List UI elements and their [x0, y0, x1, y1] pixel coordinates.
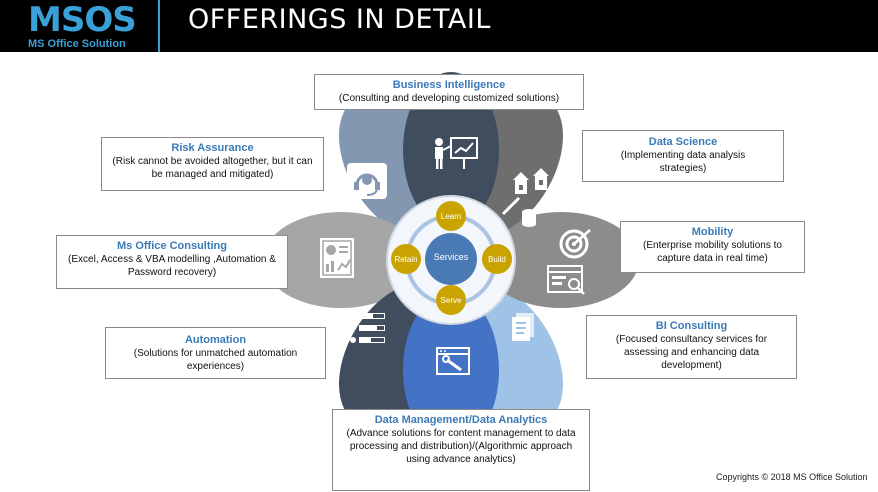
step-retain-circle: [391, 244, 421, 274]
offering-desc: (Solutions for unmatched automation expe…: [133, 348, 298, 372]
offering-title: Risk Assurance: [171, 142, 254, 154]
offering-automation: Automation (Solutions for unmatched auto…: [105, 327, 326, 379]
offering-title: Data Science: [648, 136, 718, 148]
services-circle: [425, 233, 477, 285]
step-learn-circle: [436, 201, 466, 231]
offering-data-science: Data Science (Implementing data analysis…: [582, 130, 784, 182]
logo-letters: MSOS: [28, 0, 137, 40]
offering-desc: (Consulting and developing customized so…: [338, 93, 560, 104]
offering-title: Mobility: [691, 226, 734, 238]
offering-desc: (Excel, Access & VBA modelling ,Automati…: [68, 254, 276, 278]
step-retain-label: Retain: [394, 255, 418, 264]
offering-desc: (Implementing data analysis strategies): [620, 150, 746, 174]
offering-ms-office-consulting: Ms Office Consulting (Excel, Access & VB…: [56, 235, 288, 289]
logo: MSOS MS Office Solution: [28, 0, 137, 52]
petal-mobility: [483, 212, 639, 308]
offering-title: BI Consulting: [655, 320, 728, 332]
presentation-icon: [435, 137, 478, 169]
offering-title: Ms Office Consulting: [117, 240, 227, 252]
offering-title: Automation: [184, 334, 247, 346]
offering-title: Business Intelligence: [392, 79, 506, 91]
browser-search-icon: [547, 265, 585, 295]
step-serve-label: Serve: [440, 296, 462, 305]
offering-business-intelligence: Business Intelligence (Consulting and de…: [314, 74, 584, 110]
offering-bi-consulting: BI Consulting (Focused consultancy servi…: [586, 315, 797, 379]
offering-desc: (Enterprise mobility solutions to captur…: [643, 240, 782, 264]
report-icon: [320, 238, 354, 278]
offering-mobility: Mobility (Enterprise mobility solutions …: [620, 221, 805, 273]
logo-text: MS Office Solution: [28, 38, 126, 50]
documents-icon: [512, 313, 534, 341]
offering-title: Data Management/Data Analytics: [374, 414, 548, 426]
offering-data-management: Data Management/Data Analytics (Advance …: [332, 409, 590, 491]
offering-desc: (Advance solutions for content managemen…: [346, 428, 576, 465]
browser-tools-icon: [436, 347, 470, 375]
headset-icon: [347, 163, 387, 199]
offering-risk-assurance: Risk Assurance (Risk cannot be avoided a…: [101, 137, 324, 191]
page-title: OFFERINGS IN DETAIL: [188, 4, 491, 35]
offering-desc: (Risk cannot be avoided altogether, but …: [112, 156, 313, 180]
services-label: Services: [433, 252, 469, 262]
step-build-circle: [482, 244, 512, 274]
offering-desc: (Focused consultancy services for assess…: [615, 334, 768, 371]
step-serve-circle: [436, 285, 466, 315]
header-bar: MSOS MS Office Solution OFFERINGS IN DET…: [0, 0, 878, 52]
copyright-text: Copyrights © 2018 MS Office Solution: [716, 472, 868, 482]
step-learn-label: Learn: [440, 212, 462, 221]
data-factory-icon: [501, 168, 549, 227]
header-divider: [158, 0, 160, 52]
checklist-icon: [350, 313, 385, 343]
target-icon: [559, 229, 591, 259]
step-build-label: Build: [488, 255, 506, 264]
